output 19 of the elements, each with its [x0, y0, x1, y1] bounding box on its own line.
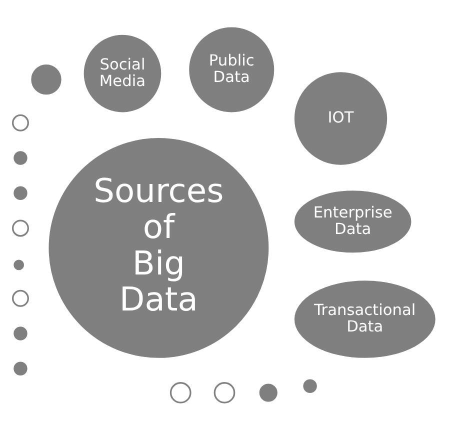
node-circle	[170, 382, 192, 403]
node-circle	[12, 149, 29, 166]
node-circle	[12, 184, 29, 202]
node-circle	[12, 360, 29, 377]
node-circle	[302, 377, 319, 394]
node-ellipse: Transactional Data	[292, 278, 438, 360]
node-circle	[30, 62, 63, 96]
node-circle: Sources of Big Data	[47, 136, 270, 360]
node-circle: Social Media	[82, 32, 163, 114]
node-circle	[258, 382, 280, 403]
node-circle	[12, 289, 29, 306]
node-circle	[12, 219, 29, 236]
node-circle	[214, 382, 236, 403]
node-circle	[12, 324, 29, 342]
node-circle: Public Data	[187, 25, 276, 114]
node-circle	[12, 114, 29, 131]
node-ellipse: Enterprise Data	[292, 188, 413, 254]
node-circle	[12, 258, 26, 272]
node-circle: IOT	[292, 70, 389, 166]
